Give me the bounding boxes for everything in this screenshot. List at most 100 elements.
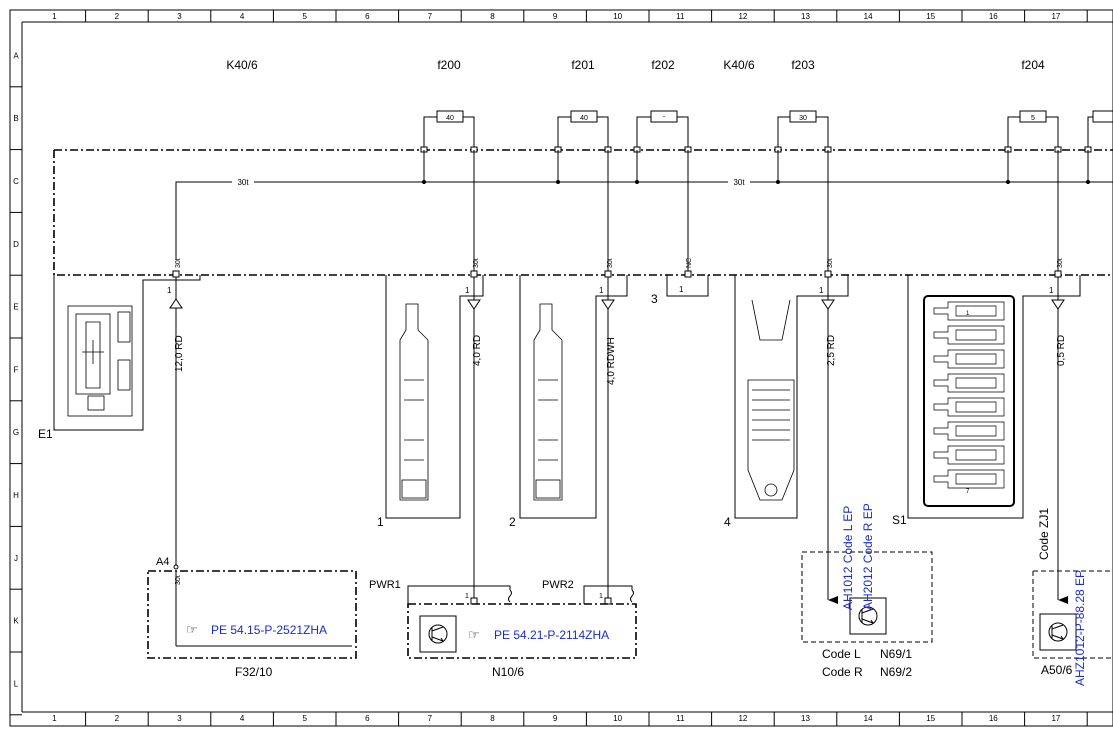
column-index-3-top: 3 [177, 12, 182, 21]
row-index-H: H [13, 491, 19, 500]
column-index-1-bottom: 1 [52, 714, 57, 723]
pin-1-e1: 1 [167, 286, 172, 295]
connector-s1-drawing: 1 7 [923, 295, 1015, 507]
connector-3-label: 3 [651, 292, 658, 306]
lower-terminals: 30t 30t 30t NC 30t 30t [172, 258, 1064, 278]
column-index-9-bottom: 9 [553, 714, 558, 723]
column-index-3-bottom: 3 [177, 714, 182, 723]
row-index-J: J [14, 554, 18, 563]
pin-label-30t-1: 30t [175, 258, 182, 268]
column-index-13-bottom: 13 [801, 714, 810, 723]
reference-pe-54-15[interactable]: PE 54.15-P-2521ZHA [211, 623, 327, 637]
f200-label: f200 [437, 58, 461, 72]
wire-12-rd-label: 12,0 RD [174, 335, 185, 372]
s1-pin-7: 7 [966, 489, 970, 495]
wire-4-rd: 4,0 RD [467, 277, 483, 600]
connector-2-label: 2 [509, 515, 516, 529]
n10-6-label: N10/6 [492, 665, 524, 679]
fuse-output-wires [473, 150, 1059, 275]
connector-4-drawing [747, 299, 795, 501]
column-index-17-top: 17 [1051, 12, 1060, 21]
wire-12-rd: 12,0 RD [169, 277, 185, 567]
reference-ah2012[interactable]: AH2012 Code R EP [861, 503, 875, 610]
transistor-icon [858, 606, 878, 626]
k40-right-label: K40/6 [723, 58, 755, 72]
row-index-L: L [14, 679, 19, 688]
connector-s1-label: S1 [892, 513, 907, 527]
fuse-f202 [636, 110, 689, 150]
pin-1-c4: 1 [819, 286, 824, 295]
transistor-icon [428, 624, 448, 644]
column-index-10-bottom: 10 [613, 714, 622, 723]
pin-1-c3: 1 [679, 285, 684, 294]
column-index-7-top: 7 [428, 12, 433, 21]
bus-label-left: 30t [237, 178, 249, 187]
row-index-B: B [13, 114, 18, 123]
code-l-label: Code L [822, 647, 861, 661]
a50-6-label: A50/6 [1041, 663, 1073, 677]
column-index-12-top: 12 [738, 12, 747, 21]
n69-1-label: N69/1 [880, 647, 912, 661]
reference-ahz1012[interactable]: AHZ1012-P-88.28 EP [1073, 570, 1087, 686]
fuse-box-enclosure [53, 149, 1113, 276]
transistor-icon [1048, 622, 1068, 642]
row-index-A: A [13, 51, 19, 60]
column-index-14-bottom: 14 [864, 714, 873, 723]
connector-1-label: 1 [377, 515, 384, 529]
column-index-13-top: 13 [801, 12, 810, 21]
fuse-f200-rating: 40 [446, 115, 454, 122]
component-f32-10: A4 30t ☞ PE 54.15-P-2521ZHA F32/10 [147, 556, 357, 679]
f32-10-label: F32/10 [235, 665, 273, 679]
reference-pe-54-21[interactable]: PE 54.21-P-2114ZHA [494, 628, 609, 642]
column-index-12-bottom: 12 [738, 714, 747, 723]
wire-2-5-rd-label: 2,5 RD [826, 335, 837, 366]
fuse-f204: 5 [1007, 110, 1113, 150]
fuse-terminals [420, 146, 1092, 153]
s1-pin-1: 1 [966, 311, 970, 317]
fuse-f204-rating: 5 [1031, 115, 1035, 122]
connector-1-drawing [399, 303, 429, 501]
connector-e1-drawing [67, 305, 133, 417]
column-index-7-bottom: 7 [428, 714, 433, 723]
wire-0-5-rd-label: 0,5 RD [1056, 335, 1067, 366]
wire-0-5-rd: 0,5 RD [1051, 277, 1068, 604]
column-index-5-top: 5 [302, 12, 307, 21]
pointing-hand-icon: ☞ [186, 622, 198, 637]
column-index-14-top: 14 [864, 12, 873, 21]
pin-label-30t-f32: 30t [175, 575, 182, 585]
pin-1-n10-a: 1 [465, 593, 469, 600]
n69-2-label: N69/2 [880, 665, 912, 679]
column-index-10-top: 10 [613, 12, 622, 21]
f204-label: f204 [1021, 58, 1045, 72]
pin-label-nc: NC [686, 258, 693, 268]
column-index-1-top: 1 [52, 12, 57, 21]
column-index-6-top: 6 [365, 12, 370, 21]
column-index-15-bottom: 15 [926, 714, 935, 723]
column-index-16-bottom: 16 [989, 714, 998, 723]
fuse-f201-rating: 40 [580, 115, 588, 122]
component-a50-6: Code ZJ1 AHZ1012-P-88.28 EP A50/6 [1032, 508, 1113, 686]
column-index-15-top: 15 [926, 12, 935, 21]
column-index-5-bottom: 5 [302, 714, 307, 723]
component-n69: AH1012 Code L EP AH2012 Code R EP Code L… [801, 503, 933, 679]
column-index-2-top: 2 [115, 12, 120, 21]
connector-2-drawing [533, 303, 563, 501]
row-index-K: K [13, 617, 19, 626]
connector-e1-label: E1 [38, 427, 53, 441]
pwr1-label: PWR1 [369, 579, 401, 591]
column-index-6-bottom: 6 [365, 714, 370, 723]
pin-1-s1: 1 [1049, 286, 1054, 295]
wire-4-rdwh: 4,0 RDWH [601, 277, 617, 600]
code-r-label: Code R [822, 665, 863, 679]
row-index-G: G [13, 428, 19, 437]
code-zj1-label: Code ZJ1 [1037, 508, 1051, 560]
fuse-f203: 30 [777, 110, 829, 150]
pin-1-c2: 1 [599, 286, 604, 295]
bus-30t: 30t 30t [175, 150, 1113, 260]
fuse-f203-rating: 30 [799, 115, 807, 122]
k40-left-label: K40/6 [226, 58, 258, 72]
column-index-4-bottom: 4 [240, 714, 245, 723]
component-n10-6: PWR1 PWR2 1 1 ☞ PE 54.21-P-2114ZHA N10/6 [369, 579, 637, 679]
connector-4-label: 4 [724, 515, 731, 529]
reference-ah1012[interactable]: AH1012 Code L EP [841, 506, 855, 610]
